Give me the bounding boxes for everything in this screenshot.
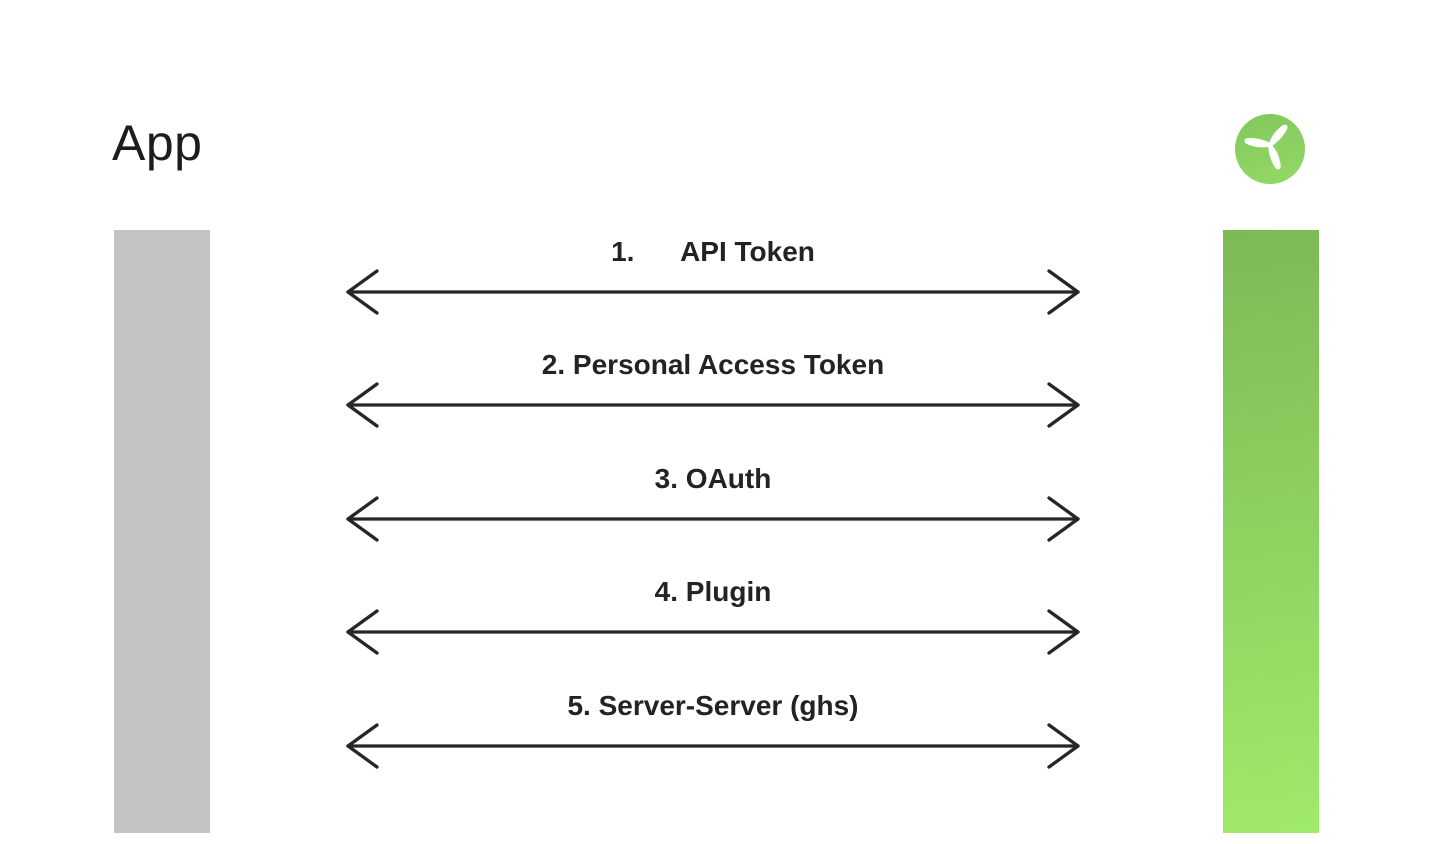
connection-label: 2. Personal Access Token xyxy=(541,349,885,380)
connection-row-server-server: 5. Server-Server (ghs) xyxy=(333,690,1093,774)
connection-label: 3. OAuth xyxy=(654,463,772,494)
wind-turbine-logo-icon xyxy=(1235,114,1305,184)
page-title: App xyxy=(112,115,203,171)
double-arrow-icon xyxy=(346,382,1080,428)
double-arrow-icon xyxy=(346,723,1080,769)
double-arrow-icon xyxy=(346,496,1080,542)
connection-row-oauth: 3. OAuth xyxy=(333,463,1093,547)
connection-row-api-token: 1. API Token xyxy=(333,236,1093,320)
connection-label: 4. Plugin xyxy=(654,576,772,607)
connection-row-plugin: 4. Plugin xyxy=(333,576,1093,660)
connection-row-personal-access-token: 2. Personal Access Token xyxy=(333,349,1093,433)
app-lifeline-bar xyxy=(114,230,210,833)
connection-label: 1. API Token xyxy=(611,236,815,267)
double-arrow-icon xyxy=(346,269,1080,315)
service-lifeline-bar xyxy=(1223,230,1319,833)
double-arrow-icon xyxy=(346,609,1080,655)
connection-label: 5. Server-Server (ghs) xyxy=(567,690,859,721)
